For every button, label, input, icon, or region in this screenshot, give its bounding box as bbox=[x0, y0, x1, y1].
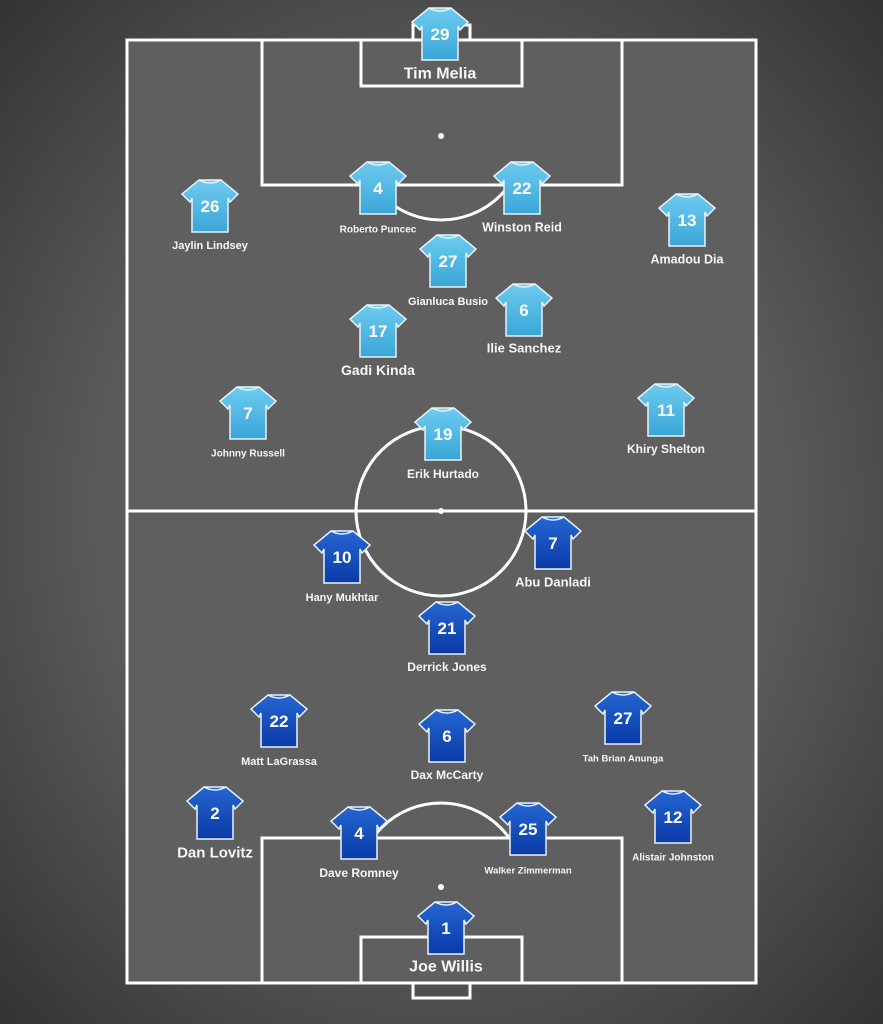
jersey-icon bbox=[329, 806, 389, 860]
player-name: Tah Brian Anunga bbox=[583, 753, 664, 764]
player-name: Gadi Kinda bbox=[341, 362, 415, 378]
player-name: Abu Danladi bbox=[515, 575, 591, 590]
jersey-number: 26 bbox=[201, 197, 220, 216]
jersey-number: 19 bbox=[434, 425, 453, 444]
jersey-number: 21 bbox=[438, 619, 457, 638]
jersey-number: 27 bbox=[614, 709, 633, 728]
jersey-number: 4 bbox=[373, 179, 383, 198]
jersey-icon bbox=[643, 790, 703, 844]
jersey-icon bbox=[492, 161, 552, 215]
jersey-number: 7 bbox=[243, 404, 252, 423]
jersey-icon bbox=[185, 786, 245, 840]
jersey-icon bbox=[312, 530, 372, 584]
jersey-number: 2 bbox=[210, 804, 219, 823]
jersey-icon bbox=[523, 516, 583, 570]
jersey-icon bbox=[593, 691, 653, 745]
jersey-icon bbox=[494, 283, 554, 337]
player-name: Winston Reid bbox=[482, 220, 562, 234]
jersey-number: 4 bbox=[354, 824, 364, 843]
player-name: Alistair Johnston bbox=[632, 853, 714, 864]
jersey-icon bbox=[416, 901, 476, 955]
jersey-icon bbox=[498, 802, 558, 856]
jersey-number: 22 bbox=[513, 179, 532, 198]
player-name: Khiry Shelton bbox=[627, 442, 705, 456]
player-name: Walker Zimmerman bbox=[484, 865, 571, 876]
player-name: Hany Mukhtar bbox=[306, 592, 379, 604]
player-name: Tim Melia bbox=[404, 66, 477, 83]
jersey-icon bbox=[348, 161, 408, 215]
jersey-icon bbox=[413, 407, 473, 461]
jersey-icon bbox=[657, 193, 717, 247]
jersey-icon bbox=[636, 383, 696, 437]
jersey-number: 27 bbox=[439, 252, 458, 271]
player-name: Matt LaGrassa bbox=[241, 756, 318, 768]
player-name: Gianluca Busio bbox=[408, 296, 488, 308]
jersey-icon bbox=[418, 234, 478, 288]
jersey-icon bbox=[249, 694, 309, 748]
player-name: Roberto Puncec bbox=[340, 225, 417, 236]
jersey-number: 22 bbox=[270, 712, 289, 731]
jersey-number: 6 bbox=[442, 727, 451, 746]
player-name: Johnny Russell bbox=[211, 449, 285, 460]
jersey-number: 25 bbox=[519, 820, 538, 839]
player-name: Dax McCarty bbox=[411, 768, 484, 782]
player-name: Jaylin Lindsey bbox=[172, 240, 249, 252]
jersey-number: 7 bbox=[548, 534, 557, 553]
player-name: Erik Hurtado bbox=[407, 467, 479, 481]
jersey-icon bbox=[218, 386, 278, 440]
jersey-number: 12 bbox=[664, 808, 683, 827]
player-name: Derrick Jones bbox=[407, 660, 487, 674]
jersey-icon bbox=[180, 179, 240, 233]
jersey-number: 13 bbox=[678, 211, 697, 230]
player-name: Dave Romney bbox=[319, 866, 399, 880]
player-name: Ilie Sanchez bbox=[487, 341, 562, 356]
jersey-number: 1 bbox=[441, 919, 450, 938]
jersey-number: 10 bbox=[333, 548, 352, 567]
jersey-icon bbox=[348, 304, 408, 358]
jersey-icon bbox=[410, 7, 470, 61]
jersey-number: 17 bbox=[369, 322, 388, 341]
jersey-number: 29 bbox=[431, 25, 450, 44]
jersey-icon bbox=[417, 709, 477, 763]
player-name: Joe Willis bbox=[409, 959, 483, 976]
player-name: Dan Lovitz bbox=[177, 844, 253, 861]
player-name: Amadou Dia bbox=[651, 252, 725, 266]
jersey-number: 11 bbox=[657, 401, 675, 420]
jersey-icon bbox=[417, 601, 477, 655]
jersey-number: 6 bbox=[519, 301, 528, 320]
